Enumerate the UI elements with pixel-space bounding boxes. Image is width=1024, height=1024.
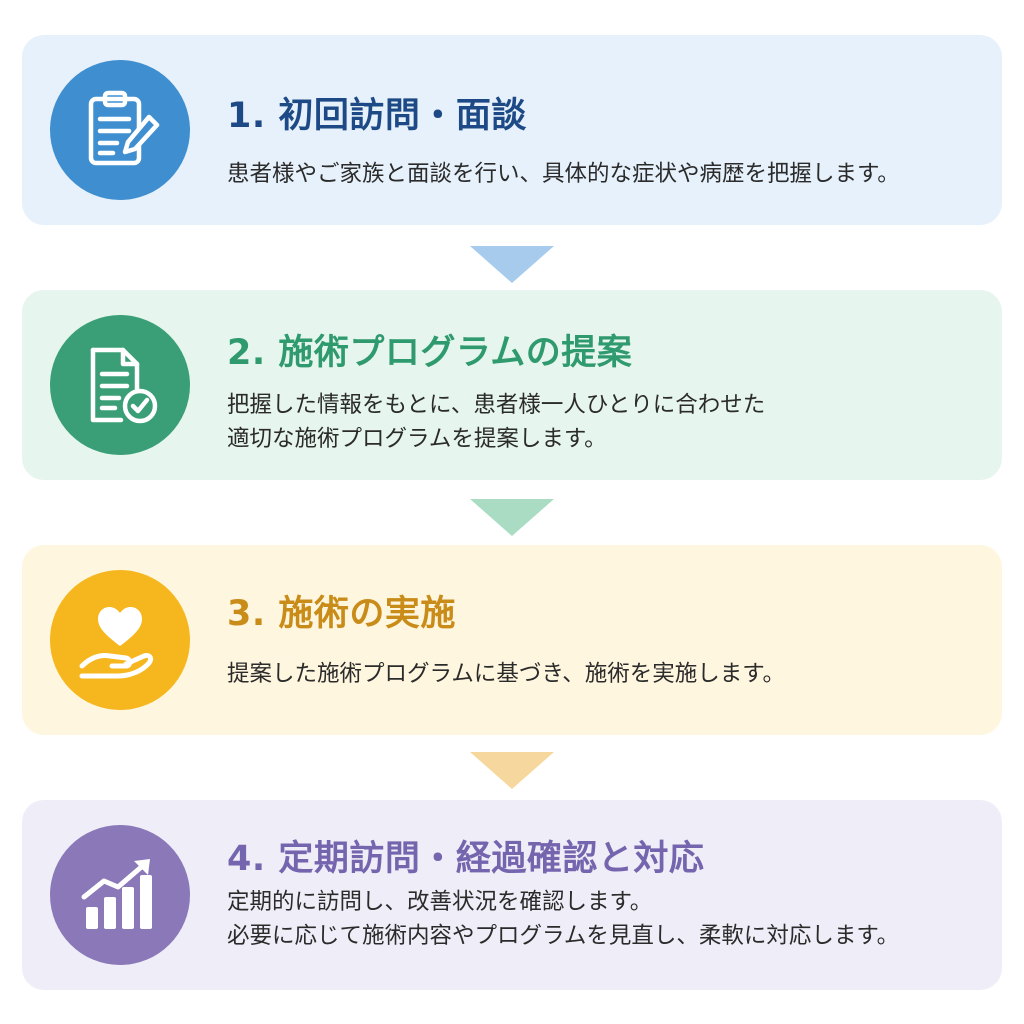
step-2-title: 2. 施術プログラムの提案 xyxy=(227,333,633,373)
step-2-icon-circle xyxy=(50,315,190,455)
step-4-icon-circle xyxy=(50,825,190,965)
step-3-title: 3. 施術の実施 xyxy=(227,594,456,634)
step-card-3: 3. 施術の実施 提案した施術プログラムに基づき、施術を実施します。 xyxy=(22,545,1002,735)
step-1-description: 患者様やご家族と面談を行い、具体的な症状や病歴を把握します。 xyxy=(227,157,900,191)
step-card-2: 2. 施術プログラムの提案 把握した情報をもとに、患者様一人ひとりに合わせた 適… xyxy=(22,290,1002,480)
growth-chart-icon xyxy=(81,859,152,929)
step-1-icon-circle xyxy=(50,60,190,200)
step-2-description-line-2: 適切な施術プログラムを提案します。 xyxy=(227,426,607,452)
step-card-1: 1. 初回訪問・面談 患者様やご家族と面談を行い、具体的な症状や病歴を把握します… xyxy=(22,35,1002,225)
clipboard-pencil-icon xyxy=(88,90,160,166)
step-1-title: 1. 初回訪問・面談 xyxy=(227,96,527,136)
step-4-description-line-1: 定期的に訪問し、改善状況を確認します。 xyxy=(227,889,653,915)
step-1-to-2-arrow xyxy=(470,246,554,283)
step-4-description: 定期的に訪問し、改善状況を確認します。 必要に応じて施術内容やプログラムを見直し… xyxy=(227,885,899,953)
step-3-to-4-arrow xyxy=(470,752,554,789)
step-1-description-line-1: 患者様やご家族と面談を行い、具体的な症状や病歴を把握します。 xyxy=(227,161,900,187)
step-4-title: 4. 定期訪問・経過確認と対応 xyxy=(227,839,705,879)
step-2-description-line-1: 把握した情報をもとに、患者様一人ひとりに合わせた xyxy=(227,392,766,418)
document-check-icon xyxy=(90,347,158,424)
step-3-icon-circle xyxy=(50,570,190,710)
step-2-description: 把握した情報をもとに、患者様一人ひとりに合わせた 適切な施術プログラムを提案しま… xyxy=(227,388,765,456)
step-4-description-line-2: 必要に応じて施術内容やプログラムを見直し、柔軟に対応します。 xyxy=(227,923,900,949)
step-2-to-3-arrow xyxy=(470,499,554,536)
step-card-4: 4. 定期訪問・経過確認と対応 定期的に訪問し、改善状況を確認します。 必要に応… xyxy=(22,800,1002,990)
heart-hand-icon xyxy=(79,607,154,679)
step-3-description: 提案した施術プログラムに基づき、施術を実施します。 xyxy=(227,657,785,691)
step-3-description-line-1: 提案した施術プログラムに基づき、施術を実施します。 xyxy=(227,661,786,687)
